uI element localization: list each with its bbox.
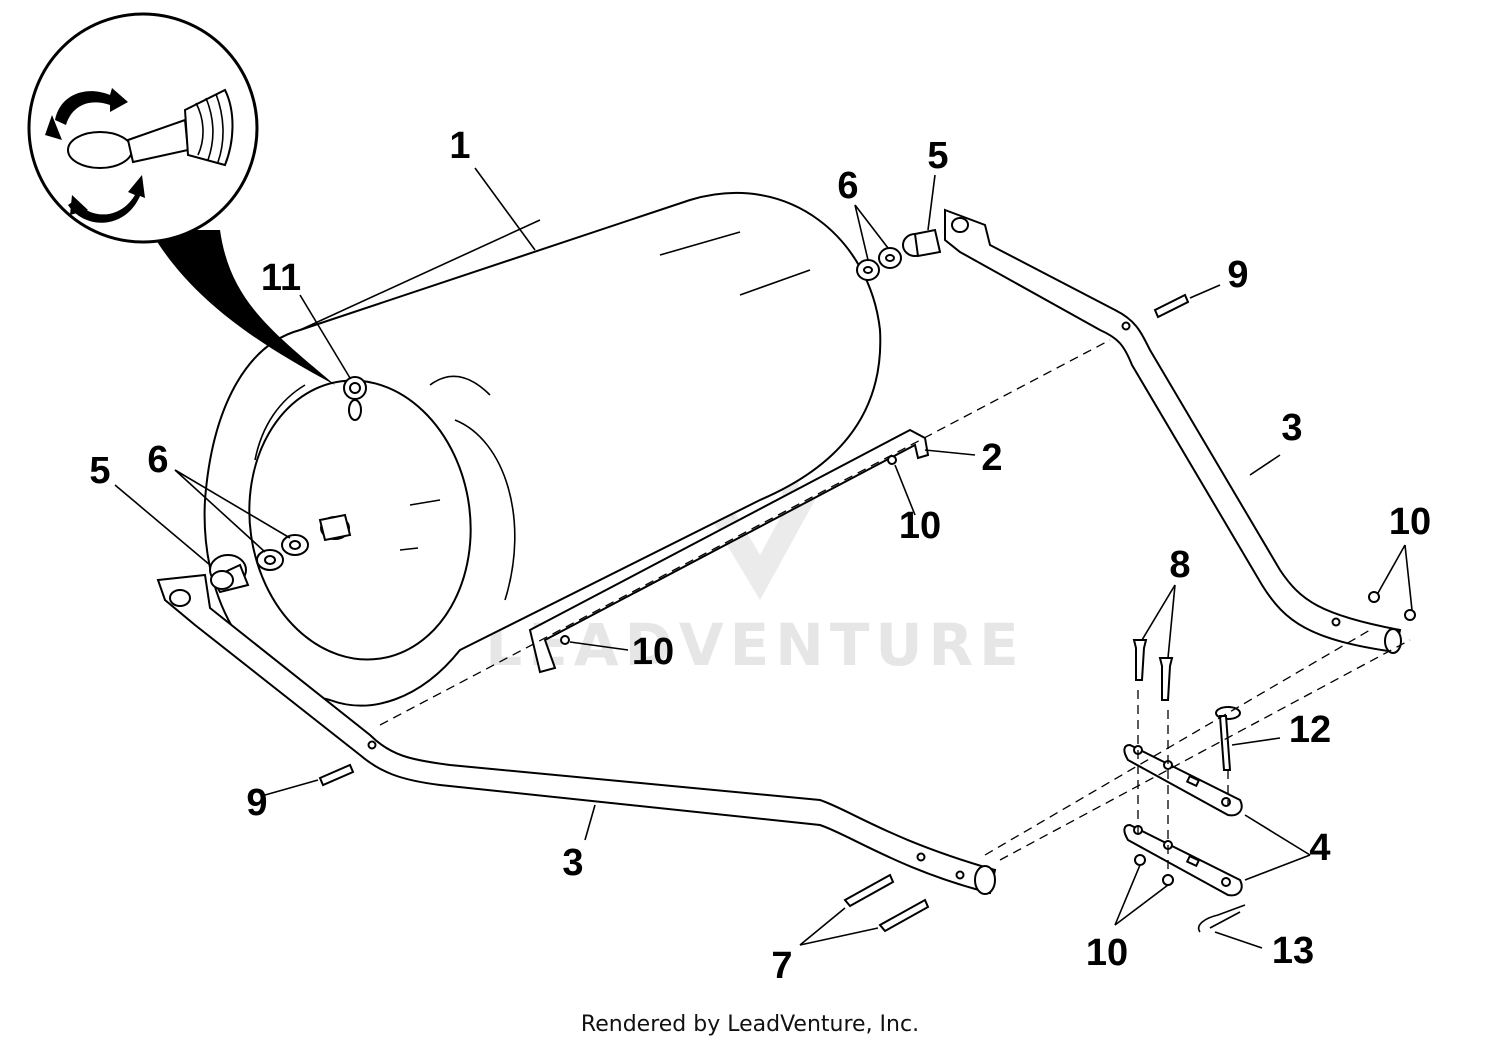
fill-plug — [27, 12, 367, 421]
callout-drawbar: 2 — [981, 437, 1002, 479]
leader-lines — [114, 167, 1413, 949]
callout-bolt-right: 9 — [1227, 254, 1248, 296]
hitch-pin — [1215, 706, 1241, 771]
callout-labels: 1 2 3 3 4 5 5 6 6 7 8 9 9 10 10 10 10 11… — [89, 125, 1431, 987]
callout-handle-left: 3 — [562, 842, 583, 884]
footer-credit: Rendered by LeadVenture, Inc. — [580, 1012, 920, 1037]
callout-bearing-left: 5 — [89, 450, 110, 492]
bearing-right — [856, 228, 942, 281]
callout-hairpin-clip: 13 — [1272, 930, 1314, 972]
callout-washer-left: 6 — [147, 439, 168, 481]
callout-bolt-front: 7 — [771, 945, 792, 987]
assembly-lines — [379, 339, 1411, 870]
handle-right — [944, 208, 1402, 654]
callout-nut-drawbar-left: 10 — [632, 631, 674, 673]
callout-washer-right: 6 — [837, 165, 858, 207]
callout-fill-plug: 11 — [261, 257, 301, 299]
callout-handle-right: 3 — [1281, 407, 1302, 449]
drawbar — [528, 428, 930, 674]
hairpin-clip — [1198, 904, 1246, 933]
callout-bolt-hitch: 8 — [1169, 544, 1190, 586]
bolts-and-nuts — [318, 293, 1416, 933]
hitch-bolts — [1132, 639, 1174, 701]
callout-bolt-left: 9 — [246, 782, 267, 824]
callout-hitch-pin: 12 — [1289, 709, 1331, 751]
callout-nut-handle-right: 10 — [1389, 501, 1431, 543]
callout-nut-hitch: 10 — [1086, 932, 1128, 974]
callout-drum: 1 — [449, 125, 470, 167]
callout-nut-drawbar-right: 10 — [899, 505, 941, 547]
callout-hitch-plate: 4 — [1309, 827, 1330, 869]
bearing-left — [209, 513, 352, 594]
washers-left — [256, 534, 309, 571]
handle-left — [156, 573, 997, 895]
roller-drum — [203, 191, 882, 707]
callout-bearing-right: 5 — [927, 135, 948, 177]
